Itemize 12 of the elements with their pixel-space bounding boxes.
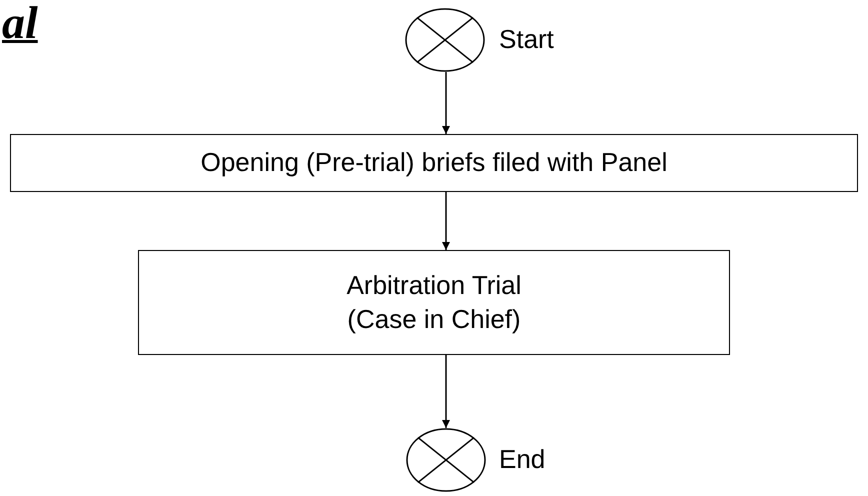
crossed-circle-terminal bbox=[405, 8, 485, 72]
arrow bbox=[442, 192, 450, 250]
terminal-label: Start bbox=[499, 24, 554, 55]
arrow bbox=[442, 355, 450, 428]
title: al bbox=[2, 0, 38, 46]
crossed-circle-terminal bbox=[406, 428, 486, 492]
process-text: Arbitration Trial (Case in Chief) bbox=[346, 268, 522, 336]
process-box bbox=[10, 134, 858, 192]
process-text: Opening (Pre-trial) briefs filed with Panel bbox=[200, 146, 668, 180]
process-box bbox=[138, 250, 730, 355]
arrow bbox=[442, 72, 450, 134]
terminal-label: End bbox=[499, 444, 546, 475]
